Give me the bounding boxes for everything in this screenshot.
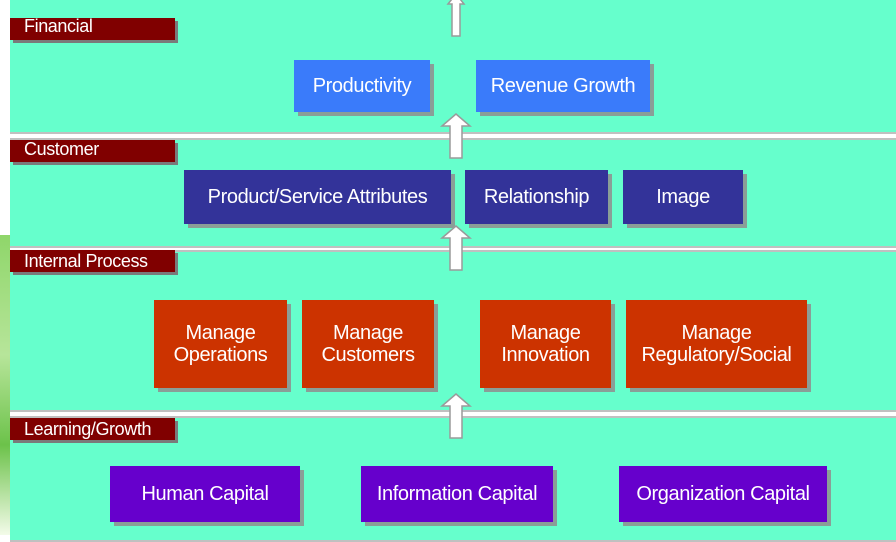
background-grass-image	[0, 235, 10, 535]
manage-regulatory-social-box: Manage Regulatory/Social	[626, 300, 807, 388]
manage-customers-box: Manage Customers	[302, 300, 434, 388]
organization-capital-box: Organization Capital	[619, 466, 827, 522]
internal-process-label: Internal Process	[10, 250, 175, 272]
financial-label: Financial	[10, 17, 175, 40]
manage-operations-box: Manage Operations	[154, 300, 287, 388]
productivity-box: Productivity	[294, 60, 430, 112]
human-capital-box: Human Capital	[110, 466, 300, 522]
revenue-growth-box: Revenue Growth	[476, 60, 650, 112]
information-capital-box: Information Capital	[361, 466, 553, 522]
up-arrow-icon	[439, 113, 473, 159]
customer-label: Customer	[10, 140, 175, 162]
relationship-box: Relationship	[465, 170, 608, 224]
learning-growth-label: Learning/Growth	[10, 418, 175, 440]
image-box: Image	[623, 170, 743, 224]
manage-innovation-box: Manage Innovation	[480, 300, 611, 388]
up-arrow-icon	[439, 225, 473, 271]
up-arrow-icon	[446, 0, 466, 37]
up-arrow-icon	[439, 393, 473, 439]
product-service-attributes-box: Product/Service Attributes	[184, 170, 451, 224]
